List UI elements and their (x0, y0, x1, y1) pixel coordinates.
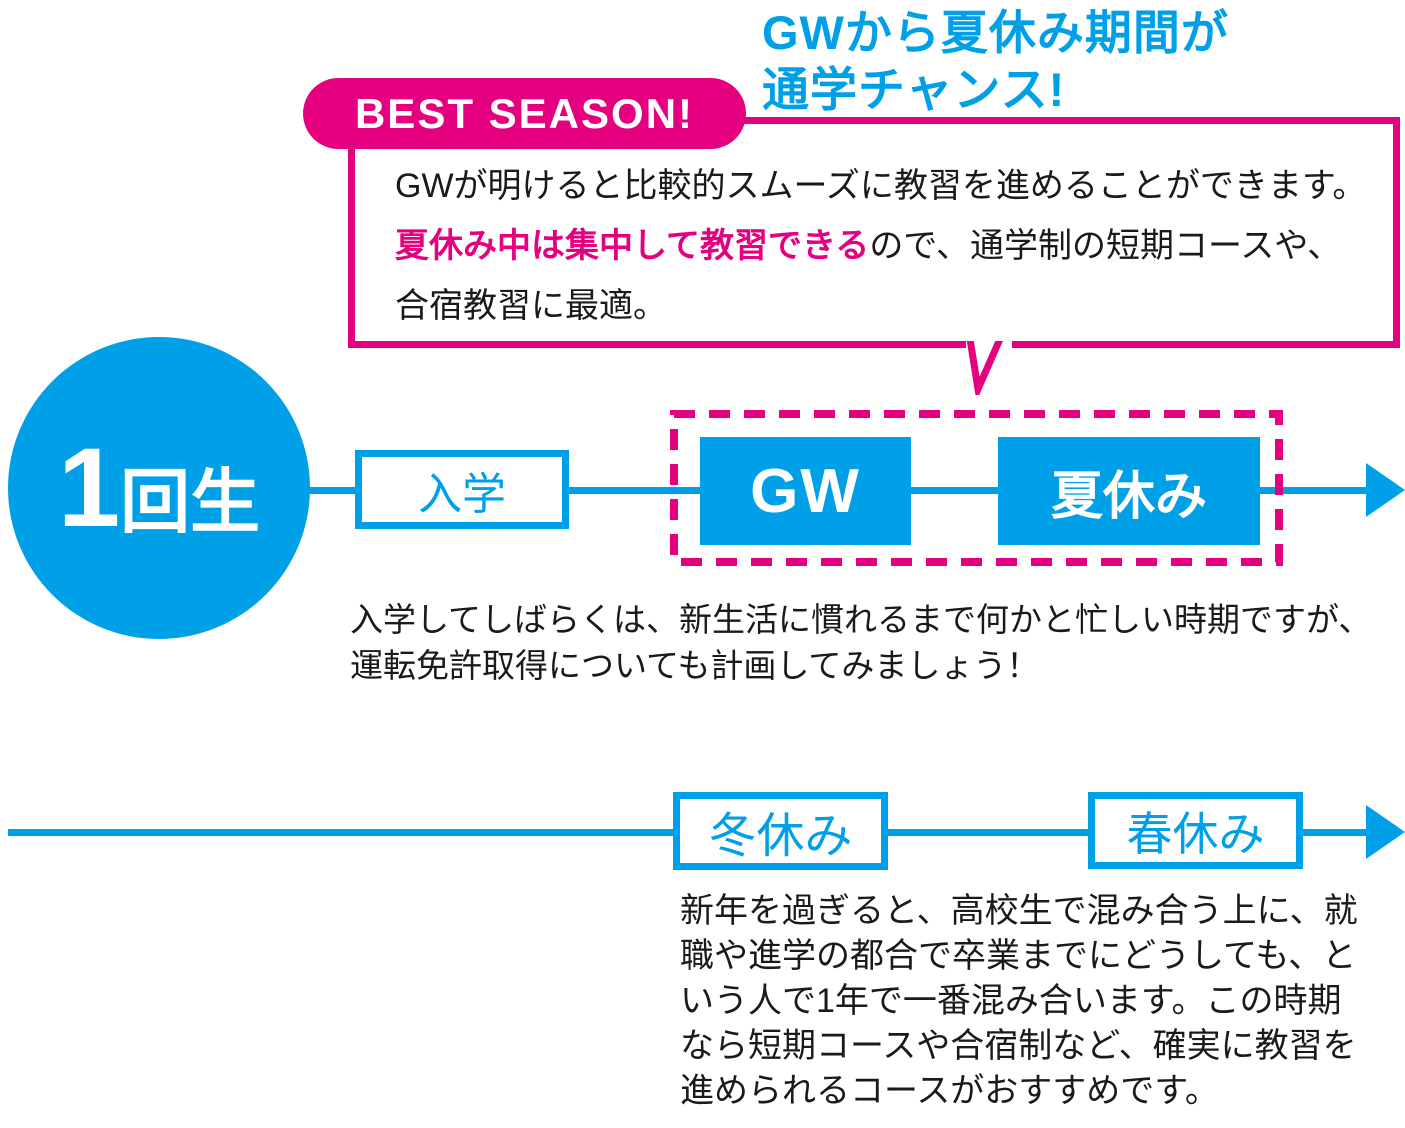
callout-text-line-2-rest: ので、通学制の短期コースや、 (869, 227, 1342, 265)
timeline-2-note-line-5: 進められるコースがおすすめです。 (680, 1072, 1219, 1110)
node-winter-label: 冬休み (708, 810, 853, 863)
student-year-label: 1回生 (58, 432, 260, 544)
best-season-dashed-frame (670, 410, 1283, 566)
node-spring-vacation: 春休み (1088, 792, 1303, 869)
node-enrollment-label: 入学 (418, 469, 506, 519)
timeline-2-note-line-1: 新年を過ぎると、高校生で混み合う上に、就 (680, 892, 1358, 930)
headline-line-2: 通学チャンス! (762, 63, 1066, 116)
timeline-2-arrow-icon (1366, 805, 1405, 859)
node-enrollment: 入学 (355, 450, 569, 529)
best-season-badge: BEST SEASON! (303, 78, 746, 149)
headline: GWから夏休み期間が 通学チャンス! (762, 4, 1229, 118)
best-season-badge-label: BEST SEASON! (354, 89, 695, 137)
node-gw-label: GW (750, 456, 861, 526)
callout-text: GWが明けると比較的スムーズに教習を進めることができます。 夏休み中は集中して教… (395, 156, 1385, 336)
node-spring-label: 春休み (1126, 807, 1265, 860)
node-gw: GW (700, 437, 911, 545)
node-summer-label: 夏休み (1050, 467, 1207, 526)
callout-bubble (348, 117, 1400, 348)
callout-text-line-3: 合宿教習に最適。 (395, 287, 667, 325)
callout-highlight: 夏休み中は集中して教習できる (395, 227, 870, 265)
callout-tail-icon (966, 341, 1012, 395)
timeline-2-note-line-4: なら短期コースや合宿制など、確実に教習を (680, 1027, 1357, 1065)
timeline-1-note: 入学してしばらくは、新生活に慣れるまで何かと忙しい時期ですが、 運転免許取得につ… (350, 597, 1371, 689)
timeline-2-note-line-2: 職や進学の都合で卒業までにどうしても、と (680, 937, 1357, 975)
callout-text-line-1: GWが明けると比較的スムーズに教習を進めることができます。 (395, 167, 1367, 205)
callout-text-line-2: 夏休み中は集中して教習できるので、通学制の短期コースや、 (395, 216, 1385, 276)
timeline-2-note: 新年を過ぎると、高校生で混み合う上に、就 職や進学の都合で卒業までにどうしても、… (680, 889, 1358, 1114)
student-year-number: 1 (57, 425, 121, 550)
headline-line-1: GWから夏休み期間が (762, 6, 1229, 59)
timeline-2-note-line-3: いう人で1年で一番混み合います。この時期 (680, 982, 1342, 1020)
timeline-1-note-line-2: 運転免許取得についても計画してみましょう！ (350, 647, 1040, 684)
student-year-suffix: 回生 (120, 463, 261, 541)
student-year-circle: 1回生 (8, 337, 310, 639)
timeline-1-arrow-icon (1366, 463, 1405, 517)
node-summer: 夏休み (998, 437, 1260, 545)
node-winter-vacation: 冬休み (673, 792, 888, 870)
timeline-1-note-line-1: 入学してしばらくは、新生活に慣れるまで何かと忙しい時期ですが、 (350, 601, 1372, 638)
